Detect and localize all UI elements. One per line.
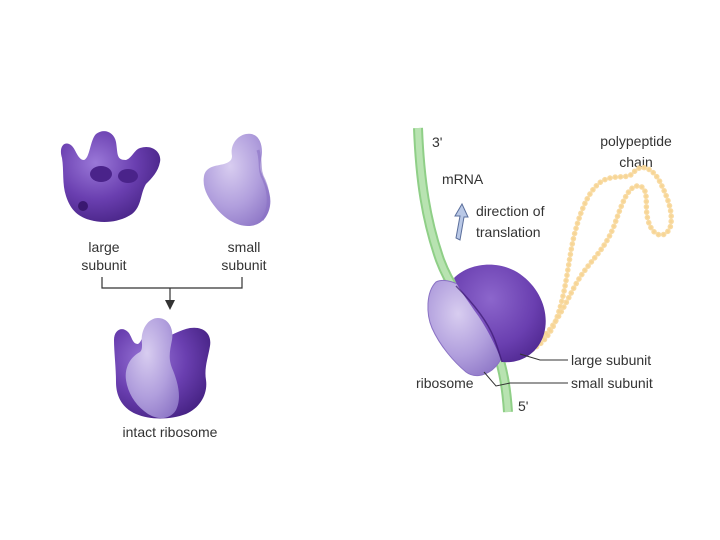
mrna-label: mRNA — [442, 171, 484, 187]
three-prime-label: 3' — [432, 134, 442, 150]
small-subunit-label-line2: subunit — [221, 257, 266, 273]
large-subunit-label-line2: subunit — [81, 257, 126, 273]
direction-label-line2: translation — [476, 224, 541, 240]
large-subunit-callout: large subunit — [571, 352, 651, 368]
intact-ribosome-illustration — [114, 318, 210, 419]
direction-arrow-icon — [455, 204, 468, 240]
assembly-connector — [102, 277, 242, 302]
large-subunit-illustration — [61, 131, 160, 222]
polypeptide-label-line1: polypeptide — [600, 133, 672, 149]
right-panel: 3' mRNA direction of translation polypep… — [416, 128, 672, 414]
ribosome-label: ribosome — [416, 375, 474, 391]
intact-ribosome-label: intact ribosome — [123, 424, 218, 440]
small-subunit-callout: small subunit — [571, 375, 653, 391]
direction-label-line1: direction of — [476, 203, 545, 219]
small-subunit-label-line1: small — [228, 239, 261, 255]
large-subunit-label-line1: large — [88, 239, 119, 255]
assembly-arrowhead — [165, 300, 175, 310]
small-subunit-illustration — [204, 134, 271, 226]
five-prime-label: 5' — [518, 398, 528, 414]
left-panel: large subunit small subunit intact ribos… — [61, 131, 270, 440]
